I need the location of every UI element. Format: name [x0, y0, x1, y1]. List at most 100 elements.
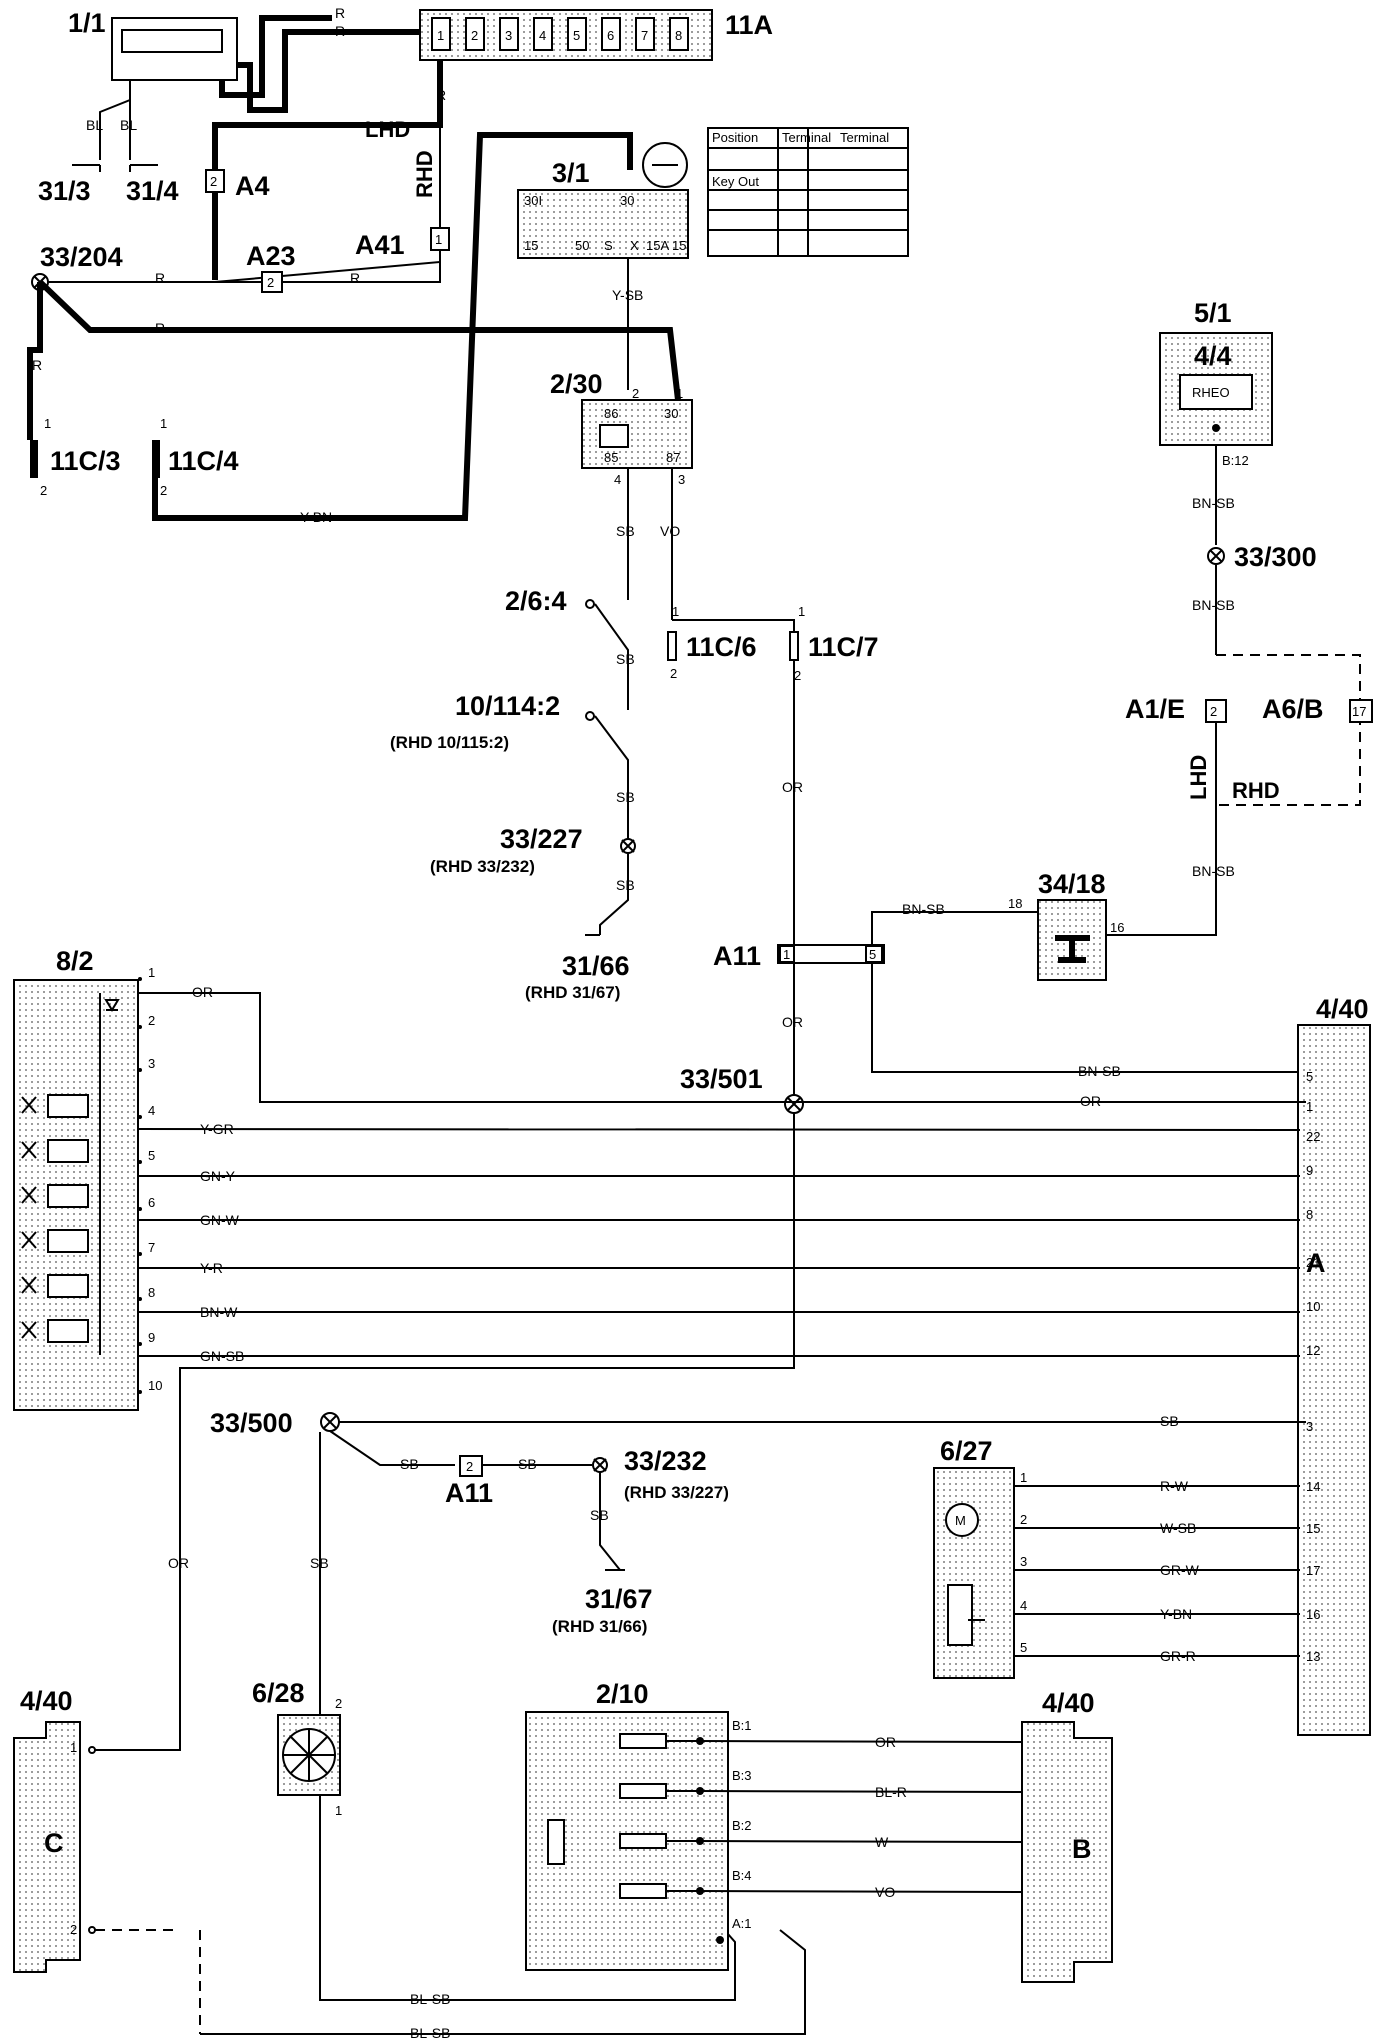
relay-coil-8-2	[47, 1274, 89, 1298]
svg-text:15A: 15A	[646, 238, 669, 253]
svg-text:SB: SB	[590, 1507, 609, 1523]
fuse-11A-1	[431, 17, 451, 51]
pin-2-10: B:4	[732, 1868, 752, 1883]
fuse-11C-6: 1 2 11C/6	[667, 604, 757, 681]
svg-text:10/114:2: 10/114:2	[455, 691, 560, 721]
pin-6-27: 4	[1020, 1598, 1027, 1613]
svg-text:(RHD 33/227): (RHD 33/227)	[624, 1483, 729, 1502]
terminal-2-10	[696, 1737, 704, 1745]
terminal-2-10	[716, 1936, 724, 1944]
terminal-2-10	[696, 1837, 704, 1845]
svg-text:Y-SB: Y-SB	[612, 287, 643, 303]
svg-text:4/4: 4/4	[1194, 341, 1232, 371]
svg-text:4/40: 4/40	[1316, 994, 1369, 1024]
svg-text:6/27: 6/27	[940, 1436, 993, 1466]
svg-text:RHEO: RHEO	[1192, 385, 1230, 400]
wire-label: OR	[875, 1734, 896, 1750]
svg-text:SB: SB	[616, 789, 635, 805]
svg-text:1: 1	[672, 604, 679, 619]
svg-text:BN-SB: BN-SB	[902, 901, 945, 917]
fuse-11A-4	[533, 17, 553, 51]
pin-4-40-A: 16	[1306, 1607, 1320, 1622]
svg-text:LHD: LHD	[1186, 755, 1211, 800]
relay-contact-icon	[21, 1186, 37, 1204]
wire-w	[666, 1840, 1031, 1843]
svg-text:8/2: 8/2	[56, 946, 94, 976]
pin-8-2: 1	[148, 965, 155, 980]
control-module-4-40-C: 4/40 C 1 2	[13, 1686, 96, 1973]
svg-text:M: M	[955, 1513, 966, 1528]
pin-8-2: 10	[148, 1378, 162, 1393]
control-module-4-40-B: 4/40 B	[1021, 1688, 1113, 1983]
svg-text:17: 17	[1352, 704, 1366, 719]
svg-text:R: R	[436, 87, 446, 103]
svg-text:B:12: B:12	[1222, 453, 1249, 468]
svg-text:1: 1	[160, 416, 167, 431]
fuse-11A-3	[499, 17, 519, 51]
svg-text:11C/7: 11C/7	[808, 632, 879, 662]
svg-text:SB: SB	[518, 1456, 537, 1472]
wire-label: GN-SB	[200, 1348, 244, 1364]
pin-4-40-A: 1	[1306, 1099, 1313, 1114]
pin-2-10: A:1	[732, 1916, 752, 1931]
diode-icon	[104, 999, 120, 1012]
wire-label: W-SB	[1160, 1520, 1196, 1536]
svg-text:A: A	[1306, 1248, 1326, 1278]
wire-label: BN-W	[200, 1304, 238, 1320]
svg-text:Y-BN: Y-BN	[300, 509, 332, 525]
pin-dot-8-2	[138, 1390, 142, 1394]
relay-coil-8-2	[47, 1094, 89, 1118]
fuse-11C-7: 1 2 11C/7	[789, 604, 879, 683]
pin-dot-8-2	[138, 1160, 142, 1164]
pin-4-40-A: 15	[1306, 1521, 1320, 1536]
svg-text:BN-SB: BN-SB	[1078, 1063, 1121, 1079]
pin-dot-8-2	[138, 1252, 142, 1256]
relay-coil-8-2	[47, 1184, 89, 1208]
svg-text:2: 2	[210, 174, 217, 189]
wire-blr	[666, 1790, 1031, 1793]
svg-text:2/10: 2/10	[596, 1679, 649, 1709]
svg-text:16: 16	[1110, 920, 1124, 935]
svg-text:4/40: 4/40	[20, 1686, 73, 1716]
svg-text:34/18: 34/18	[1038, 869, 1106, 899]
svg-text:33/500: 33/500	[210, 1408, 293, 1438]
pin-2-10: B:2	[732, 1818, 752, 1833]
wire-label: VO	[875, 1884, 895, 1900]
ignition-switch-3-1: 3/1 30I 30 15 50 S X 15A 15 Position Ter…	[517, 127, 909, 259]
svg-text:2: 2	[670, 666, 677, 681]
svg-text:1: 1	[44, 416, 51, 431]
fuse-11A-label: 2	[471, 28, 478, 43]
pin-dot-8-2	[138, 977, 142, 981]
svg-text:OR: OR	[782, 1014, 803, 1030]
relay-contact-icon	[21, 1141, 37, 1159]
svg-text:SB: SB	[1160, 1413, 1179, 1429]
terminal-2-10	[696, 1887, 704, 1895]
svg-text:A11: A11	[713, 941, 761, 971]
relay-contact-icon	[21, 1276, 37, 1294]
svg-text:4/40: 4/40	[1042, 1688, 1095, 1718]
wire-label: GR-W	[1160, 1562, 1200, 1578]
pin-4-40-A: 17	[1306, 1563, 1320, 1578]
svg-text:SB: SB	[616, 523, 635, 539]
label-A4: A4	[235, 171, 270, 201]
fuse-11A-label: 4	[539, 28, 546, 43]
fan-motor-6-28: 6/28 2 1	[252, 1678, 342, 1818]
wire-label: GN-Y	[200, 1168, 236, 1184]
pin-6-27: 5	[1020, 1640, 1027, 1655]
svg-text:11C/6: 11C/6	[686, 632, 757, 662]
svg-text:OR: OR	[168, 1555, 189, 1571]
svg-text:11C/3: 11C/3	[50, 446, 121, 476]
svg-text:31/66: 31/66	[562, 951, 630, 981]
pin-8-2: 8	[148, 1285, 155, 1300]
svg-text:SB: SB	[310, 1555, 329, 1571]
svg-text:BL: BL	[120, 117, 137, 133]
component-1-1: 1/1	[68, 8, 238, 81]
svg-text:2: 2	[794, 668, 801, 683]
wire-or6	[666, 1740, 1031, 1743]
svg-text:2: 2	[160, 483, 167, 498]
pin-4-40-A: 8	[1306, 1207, 1313, 1222]
svg-text:15: 15	[524, 238, 538, 253]
wire-ygr	[137, 1128, 1301, 1131]
svg-text:R: R	[155, 270, 165, 286]
